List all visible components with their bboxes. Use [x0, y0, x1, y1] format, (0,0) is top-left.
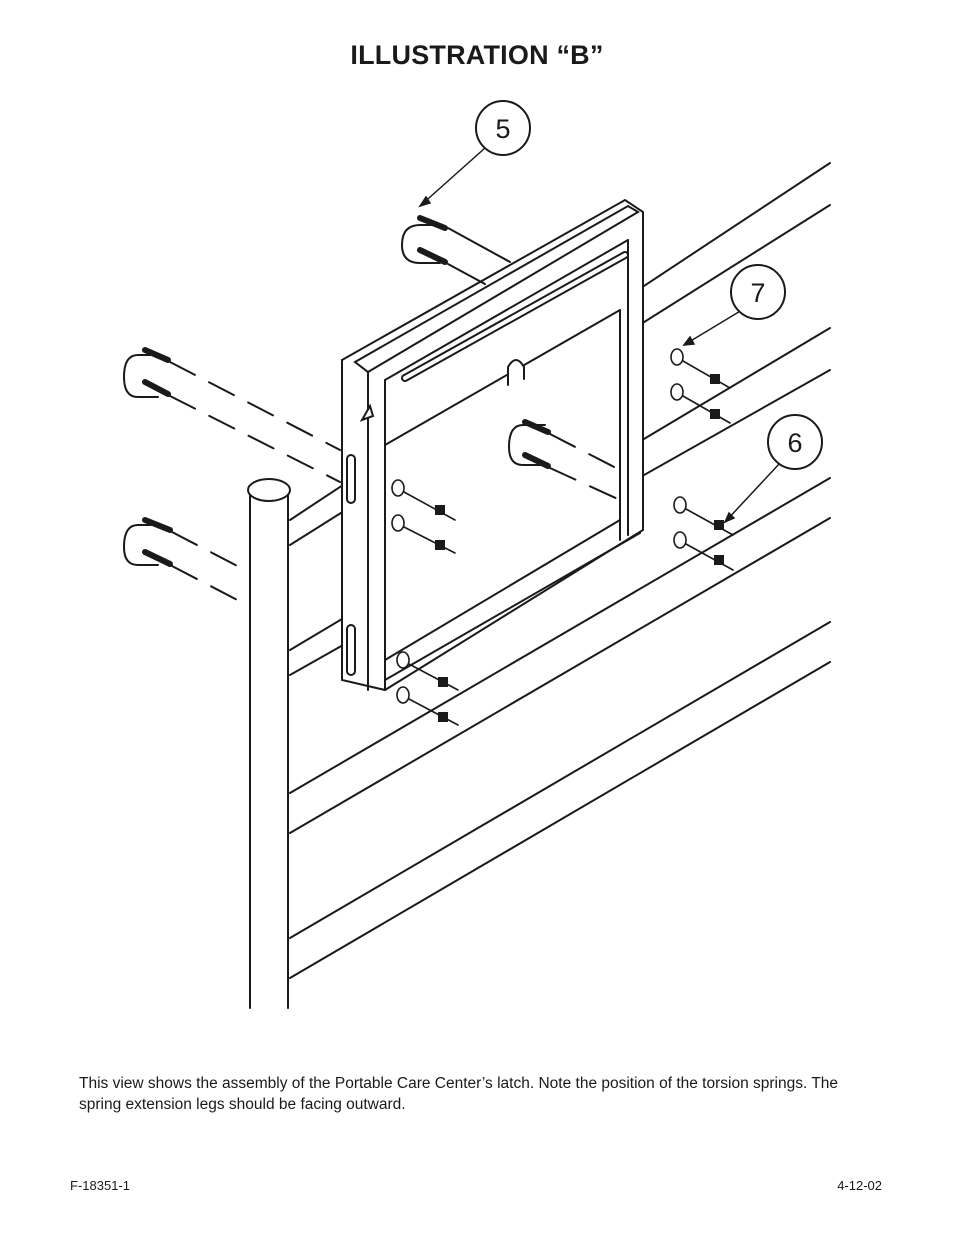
fence-post — [247, 478, 291, 1010]
latch-assembly-illustration: 5 7 6 — [122, 100, 831, 1010]
document-date: 4-12-02 — [837, 1178, 882, 1193]
callout-5-label: 5 — [495, 114, 510, 144]
page-title: ILLUSTRATION “B” — [350, 40, 604, 70]
callout-6-label: 6 — [787, 428, 802, 458]
callout-6: 6 — [767, 414, 823, 470]
callout-5: 5 — [475, 100, 531, 156]
washers-and-nuts — [391, 348, 734, 726]
document-number: F-18351-1 — [70, 1178, 130, 1193]
u-bolts — [122, 215, 621, 605]
callout-leaders — [418, 147, 781, 524]
caption-text: This view shows the assembly of the Port… — [79, 1075, 839, 1113]
latch-frame — [341, 198, 644, 692]
callout-7: 7 — [730, 264, 786, 320]
callout-7-label: 7 — [750, 278, 765, 308]
